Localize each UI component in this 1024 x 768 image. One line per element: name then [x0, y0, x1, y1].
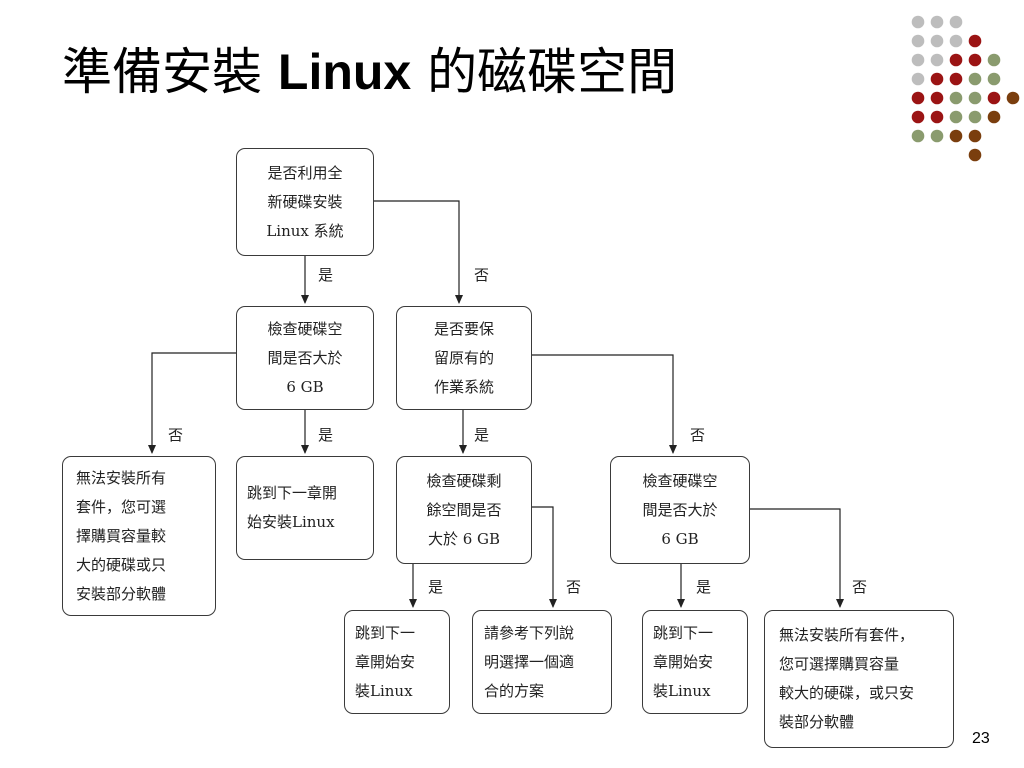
- node-next-chapter-1: 跳到下一章開 始安裝Linux: [236, 456, 374, 560]
- label-no: 否: [168, 426, 184, 444]
- node-disk-size-question-2: 檢查硬碟空 間是否大於 6 GB: [610, 456, 750, 564]
- label-yes: 是: [474, 426, 490, 444]
- decorative-dot: [949, 129, 963, 143]
- decorative-dot-grid: [911, 15, 1020, 162]
- decorative-dot: [911, 72, 925, 86]
- title-part-1: 準備安裝: [62, 43, 262, 101]
- decorative-dot: [911, 110, 925, 124]
- edge-free-no: [531, 506, 557, 608]
- decorative-dot: [930, 129, 944, 143]
- edge-whole-no: [373, 200, 463, 304]
- decorative-dot: [987, 72, 1001, 86]
- label-no: 否: [566, 578, 582, 596]
- decorative-dot: [987, 110, 1001, 124]
- decorative-dot: [949, 110, 963, 124]
- node-free-space-question: 檢查硬碟剩 餘空間是否 大於 6 GB: [396, 456, 532, 564]
- decorative-dot: [949, 15, 963, 29]
- decorative-dot: [968, 34, 982, 48]
- decorative-dot: [1006, 91, 1020, 105]
- page-number: 23: [972, 730, 990, 747]
- decorative-dot: [987, 53, 1001, 67]
- title-part-2: 的磁碟空間: [427, 43, 678, 101]
- decorative-dot: [949, 91, 963, 105]
- decorative-dot: [930, 53, 944, 67]
- label-yes: 是: [318, 426, 334, 444]
- node-cannot-install-right: 無法安裝所有套件， 您可選擇購買容量 較大的硬碟，或只安 裝部分軟體: [764, 610, 954, 748]
- decorative-dot: [911, 34, 925, 48]
- label-yes: 是: [696, 578, 712, 596]
- node-next-chapter-2: 跳到下一 章開始安 裝Linux: [344, 610, 450, 714]
- label-yes: 是: [428, 578, 444, 596]
- node-disk-size-question: 檢查硬碟空 間是否大於 6 GB: [236, 306, 374, 410]
- decorative-dot: [968, 148, 982, 162]
- decorative-dot: [911, 91, 925, 105]
- decorative-dot: [949, 34, 963, 48]
- decorative-dot: [930, 15, 944, 29]
- slide-title: 準備安裝 Linux 的磁碟空間: [62, 26, 677, 118]
- node-see-below: 請參考下列說 明選擇一個適 合的方案: [472, 610, 612, 714]
- decorative-dot: [930, 110, 944, 124]
- decorative-dot: [930, 34, 944, 48]
- decorative-dot: [987, 91, 1001, 105]
- decorative-dot: [911, 129, 925, 143]
- edge-size-no: [148, 352, 237, 454]
- edge-keep-no: [531, 354, 677, 454]
- decorative-dot: [911, 15, 925, 29]
- node-next-chapter-3: 跳到下一 章開始安 裝Linux: [642, 610, 748, 714]
- decorative-dot: [949, 72, 963, 86]
- label-yes: 是: [318, 266, 334, 284]
- decorative-dot: [930, 72, 944, 86]
- edge-size2-no: [749, 508, 844, 608]
- decorative-dot: [968, 53, 982, 67]
- decorative-dot: [968, 72, 982, 86]
- decorative-dot: [911, 53, 925, 67]
- decorative-dot: [968, 91, 982, 105]
- decorative-dot: [968, 110, 982, 124]
- label-no: 否: [690, 426, 706, 444]
- decorative-dot: [930, 91, 944, 105]
- label-no: 否: [852, 578, 868, 596]
- title-part-linux: Linux: [277, 44, 412, 100]
- node-cannot-install-left: 無法安裝所有 套件，您可選 擇購買容量較 大的硬碟或只 安裝部分軟體: [62, 456, 216, 616]
- node-keep-os-question: 是否要保 留原有的 作業系統: [396, 306, 532, 410]
- decorative-dot: [968, 129, 982, 143]
- decorative-dot: [949, 53, 963, 67]
- label-no: 否: [474, 266, 490, 284]
- node-whole-disk-question: 是否利用全 新硬碟安裝 Linux 系統: [236, 148, 374, 256]
